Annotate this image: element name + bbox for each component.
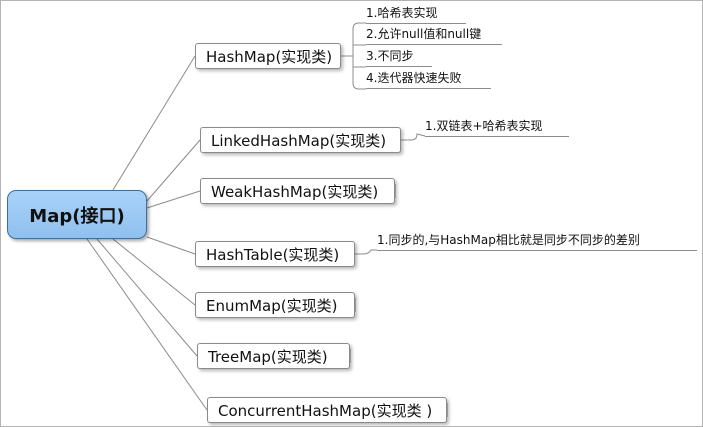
note-linkedhashmap-1: 1.双链表+哈希表实现	[425, 118, 569, 137]
node-label: TreeMap(实现类)	[208, 347, 328, 366]
node-hashmap[interactable]: HashMap(实现类)	[195, 43, 341, 69]
note-hashmap-3: 3.不同步	[366, 48, 432, 67]
bracket-hashmap-notes	[341, 22, 366, 90]
node-label: LinkedHashMap(实现类)	[211, 131, 387, 150]
note-text: 4.迭代器快速失败	[366, 71, 462, 85]
connector-root-hashmap	[112, 55, 196, 191]
root-node-label: Map(接口)	[29, 205, 125, 227]
note-text: 1.同步的,与HashMap相比就是同步不同步的差别	[377, 233, 640, 247]
note-text: 1.双链表+哈希表实现	[425, 119, 543, 133]
connector-linkedhashmap-note	[401, 133, 426, 141]
node-label: HashMap(实现类)	[206, 47, 333, 66]
note-hashmap-2: 2.允许null值和null键	[366, 26, 502, 45]
node-treemap[interactable]: TreeMap(实现类)	[197, 343, 350, 369]
note-text: 1.哈希表实现	[366, 6, 438, 20]
note-hashmap-4: 4.迭代器快速失败	[366, 70, 491, 89]
node-linkedhashmap[interactable]: LinkedHashMap(实现类)	[200, 127, 401, 153]
root-node-map-interface[interactable]: Map(接口)	[7, 190, 147, 239]
connector-root-treemap	[96, 238, 198, 357]
node-weakhashmap[interactable]: WeakHashMap(实现类)	[200, 178, 395, 204]
note-text: 3.不同步	[366, 49, 414, 63]
node-hashtable[interactable]: HashTable(实现类)	[195, 241, 355, 267]
node-enummap[interactable]: EnumMap(实现类)	[195, 292, 355, 318]
connector-root-hashtable	[146, 236, 196, 255]
note-hashtable-1: 1.同步的,与HashMap相比就是同步不同步的差别	[377, 232, 697, 251]
note-text: 2.允许null值和null键	[366, 27, 482, 41]
node-label: ConcurrentHashMap(实现类 )	[218, 401, 433, 420]
node-label: EnumMap(实现类)	[206, 296, 338, 315]
connector-hashtable-note	[355, 249, 377, 255]
node-label: WeakHashMap(实现类)	[211, 182, 379, 201]
node-concurrenthashmap[interactable]: ConcurrentHashMap(实现类 )	[207, 397, 447, 423]
connector-root-enummap	[112, 238, 196, 306]
connector-root-concurrenthashmap	[86, 238, 208, 411]
connector-root-weakhashmap	[146, 190, 201, 209]
node-label: HashTable(实现类)	[206, 245, 340, 264]
note-hashmap-1: 1.哈希表实现	[366, 5, 466, 24]
connector-root-linkedhashmap	[146, 139, 201, 202]
